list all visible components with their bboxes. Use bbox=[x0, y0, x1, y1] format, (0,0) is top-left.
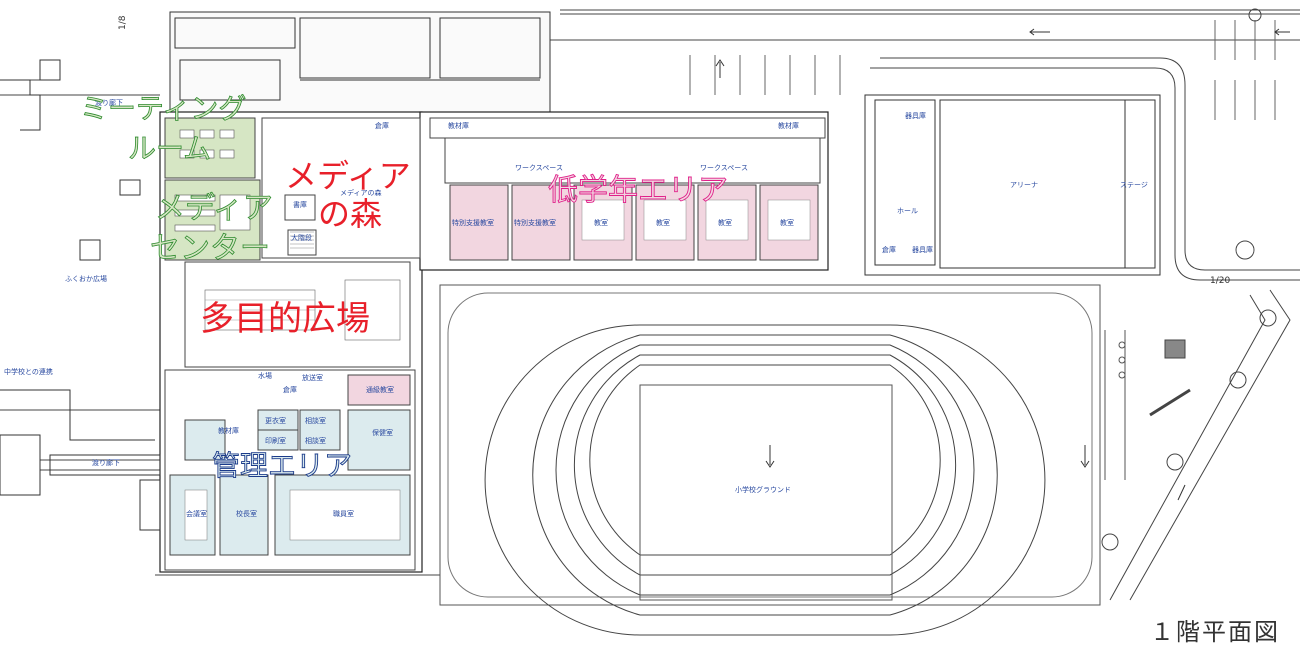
room-classroom-2: 教室 bbox=[656, 218, 670, 227]
room-corridor: 渡り廊下 bbox=[92, 458, 120, 467]
room-special-2: 特別支援教室 bbox=[514, 218, 556, 227]
room-printing: 印刷室 bbox=[265, 436, 286, 445]
room-fukuoka-plaza: ふくおか広場 bbox=[65, 274, 107, 283]
room-water: 水場 bbox=[258, 371, 272, 380]
arena-building bbox=[864, 94, 1161, 276]
zone-media-center-line2: センター bbox=[150, 231, 270, 266]
tree-icon bbox=[1101, 8, 1277, 551]
admin-zone bbox=[164, 369, 416, 571]
room-warehouse-3: 倉庫 bbox=[283, 385, 297, 394]
zone-admin: 管理エリア bbox=[212, 449, 352, 482]
zone-media-center-line1: メディア bbox=[155, 191, 273, 226]
room-teaching-2: 教材庫 bbox=[778, 121, 799, 130]
school-playground bbox=[439, 284, 1101, 636]
right-garden bbox=[1104, 330, 1126, 480]
room-corridor-top: 渡り廊下 bbox=[95, 98, 123, 107]
scale-label-2: 1/20 bbox=[1210, 276, 1230, 286]
room-consult-2: 相談室 bbox=[305, 436, 326, 445]
zone-meeting-room-line2: ルーム bbox=[128, 132, 211, 165]
room-workspace-1: ワークスペース bbox=[515, 164, 563, 172]
room-hall: ホール bbox=[897, 207, 918, 215]
left-structures bbox=[0, 59, 161, 531]
room-warehouse-1: 倉庫 bbox=[375, 121, 389, 130]
room-special-1: 特別支援教室 bbox=[452, 218, 494, 227]
site-background bbox=[0, 9, 1300, 601]
room-workspace-2: ワークスペース bbox=[700, 164, 748, 172]
page-title: １階平面図 bbox=[1150, 618, 1280, 646]
room-playground: 小学校グラウンド bbox=[735, 485, 791, 494]
room-classroom-4: 教室 bbox=[780, 218, 794, 227]
room-media-forest-small: メディアの森 bbox=[340, 188, 382, 197]
room-classroom-1: 教室 bbox=[594, 218, 608, 227]
room-faculty: 職員室 bbox=[333, 509, 354, 518]
zone-multipurpose-plaza: 多目的広場 bbox=[200, 299, 370, 339]
room-principal: 校長室 bbox=[236, 509, 257, 518]
room-ordinary-classroom: 通級教室 bbox=[366, 385, 394, 394]
room-teaching-1: 教材庫 bbox=[448, 121, 469, 130]
room-library: 書庫 bbox=[293, 200, 307, 209]
room-equipment-1: 器具庫 bbox=[905, 111, 926, 120]
media-forest-area bbox=[261, 117, 421, 259]
zone-media-forest-line2: の森 bbox=[318, 195, 382, 233]
multipurpose-plaza-area bbox=[184, 261, 411, 368]
room-equipment-2: 器具庫 bbox=[912, 245, 933, 254]
arrow-icon bbox=[715, 28, 1290, 501]
zone-lower-grade: 低学年エリア bbox=[548, 173, 728, 208]
room-consult-1: 相談室 bbox=[305, 416, 326, 425]
zone-labels: ミーティング ルーム メディア センター メディア の森 低学年エリア 多目的広… bbox=[80, 92, 729, 483]
north-building bbox=[169, 11, 551, 113]
room-health: 保健室 bbox=[372, 428, 393, 437]
room-jhs-link: 中学校との連携 bbox=[4, 367, 53, 376]
room-teaching-3: 教材庫 bbox=[218, 426, 239, 435]
media-center-zone bbox=[164, 117, 261, 261]
room-labels: 倉庫 教材庫 教材庫 ワークスペース ワークスペース 特別支援教室 特別支援教室… bbox=[4, 98, 1148, 518]
scale-label-1: 1/8 bbox=[118, 15, 128, 30]
room-big-stairs: 大階段 bbox=[291, 233, 312, 242]
room-warehouse-2: 倉庫 bbox=[882, 245, 896, 254]
lower-grade-zone bbox=[429, 117, 826, 261]
room-classroom-3: 教室 bbox=[718, 218, 732, 227]
zone-meeting-room-line1: ミーティング bbox=[80, 92, 246, 125]
room-stage: ステージ bbox=[1120, 181, 1148, 189]
room-meeting: 会議室 bbox=[186, 509, 207, 518]
room-changing: 更衣室 bbox=[265, 416, 286, 425]
zone-media-forest-line1: メディア bbox=[285, 157, 411, 195]
room-arena: アリーナ bbox=[1010, 181, 1038, 189]
room-broadcast: 放送室 bbox=[302, 373, 323, 382]
